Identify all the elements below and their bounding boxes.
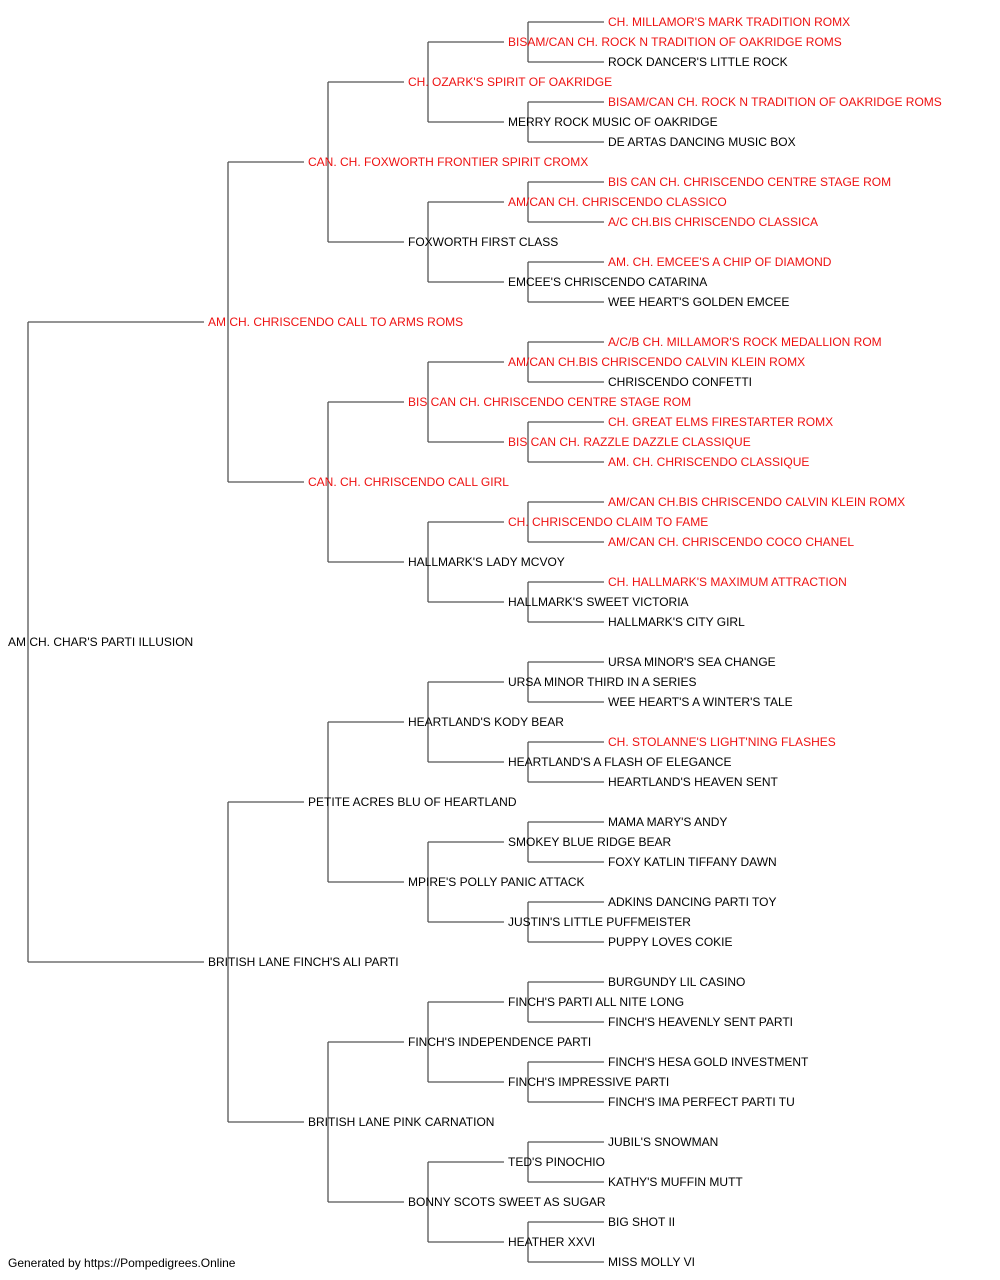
ancestor-name-gen5: CH. STOLANNE'S LIGHT'NING FLASHES bbox=[608, 735, 836, 749]
pedigree-connector-lines bbox=[27, 21, 604, 1263]
ancestor-name-gen3: BONNY SCOTS SWEET AS SUGAR bbox=[408, 1195, 606, 1209]
ancestor-name-gen5: FINCH'S HEAVENLY SENT PARTI bbox=[608, 1015, 793, 1029]
ancestor-name-gen5: CHRISCENDO CONFETTI bbox=[608, 375, 752, 389]
ancestor-name-gen1: AM CH. CHRISCENDO CALL TO ARMS ROMS bbox=[208, 315, 463, 329]
ancestor-name-gen5: WEE HEART'S A WINTER'S TALE bbox=[608, 695, 793, 709]
ancestor-name-gen5: PUPPY LOVES COKIE bbox=[608, 935, 733, 949]
subject-name: AM CH. CHAR'S PARTI ILLUSION bbox=[8, 635, 193, 649]
ancestor-name-gen3: FOXWORTH FIRST CLASS bbox=[408, 235, 558, 249]
ancestor-name-gen5: FOXY KATLIN TIFFANY DAWN bbox=[608, 855, 777, 869]
ancestor-name-gen5: BIG SHOT II bbox=[608, 1215, 675, 1229]
ancestor-name-gen5: FINCH'S HESA GOLD INVESTMENT bbox=[608, 1055, 809, 1069]
ancestor-name-gen4: TED'S PINOCHIO bbox=[508, 1155, 605, 1169]
ancestor-name-gen5: CH. MILLAMOR'S MARK TRADITION ROMX bbox=[608, 15, 850, 29]
ancestor-name-gen5: AM. CH. CHRISCENDO CLASSIQUE bbox=[608, 455, 809, 469]
ancestor-name-gen5: AM/CAN CH. CHRISCENDO COCO CHANEL bbox=[608, 535, 854, 549]
ancestor-name-gen5: AM. CH. EMCEE'S A CHIP OF DIAMOND bbox=[608, 255, 832, 269]
ancestor-name-gen5: FINCH'S IMA PERFECT PARTI TU bbox=[608, 1095, 795, 1109]
ancestor-name-gen3: CH. OZARK'S SPIRIT OF OAKRIDGE bbox=[408, 75, 612, 89]
ancestor-name-gen4: CH. CHRISCENDO CLAIM TO FAME bbox=[508, 515, 708, 529]
ancestor-name-gen4: AM/CAN CH. CHRISCENDO CLASSICO bbox=[508, 195, 727, 209]
ancestor-name-gen4: BISAM/CAN CH. ROCK N TRADITION OF OAKRID… bbox=[508, 35, 842, 49]
ancestor-name-gen4: FINCH'S PARTI ALL NITE LONG bbox=[508, 995, 684, 1009]
ancestor-name-gen4: SMOKEY BLUE RIDGE BEAR bbox=[508, 835, 671, 849]
generated-by-footer: Generated by https://Pompedigrees.Online bbox=[8, 1256, 236, 1270]
ancestor-name-gen5: BURGUNDY LIL CASINO bbox=[608, 975, 745, 989]
ancestor-name-gen5: A/C/B CH. MILLAMOR'S ROCK MEDALLION ROM bbox=[608, 335, 882, 349]
ancestor-name-gen5: CH. HALLMARK'S MAXIMUM ATTRACTION bbox=[608, 575, 847, 589]
ancestor-name-gen4: AM/CAN CH.BIS CHRISCENDO CALVIN KLEIN RO… bbox=[508, 355, 805, 369]
ancestor-name-gen5: ADKINS DANCING PARTI TOY bbox=[608, 895, 776, 909]
ancestor-name-gen5: BIS CAN CH. CHRISCENDO CENTRE STAGE ROM bbox=[608, 175, 891, 189]
ancestor-name-gen5: DE ARTAS DANCING MUSIC BOX bbox=[608, 135, 796, 149]
ancestor-name-gen3: BIS CAN CH. CHRISCENDO CENTRE STAGE ROM bbox=[408, 395, 691, 409]
ancestor-name-gen4: HEARTLAND'S A FLASH OF ELEGANCE bbox=[508, 755, 731, 769]
ancestor-name-gen5: KATHY'S MUFFIN MUTT bbox=[608, 1175, 743, 1189]
ancestor-name-gen5: HEARTLAND'S HEAVEN SENT bbox=[608, 775, 779, 789]
ancestor-name-gen2: CAN. CH. FOXWORTH FRONTIER SPIRIT CROMX bbox=[308, 155, 588, 169]
ancestor-name-gen5: MISS MOLLY VI bbox=[608, 1255, 695, 1269]
ancestor-name-gen4: HEATHER XXVI bbox=[508, 1235, 595, 1249]
ancestor-name-gen2: PETITE ACRES BLU OF HEARTLAND bbox=[308, 795, 517, 809]
ancestor-name-gen3: HEARTLAND'S KODY BEAR bbox=[408, 715, 564, 729]
ancestor-name-gen2: BRITISH LANE PINK CARNATION bbox=[308, 1115, 494, 1129]
pedigree-name-labels: AM CH. CHAR'S PARTI ILLUSION AM CH. CHRIS… bbox=[8, 15, 942, 1269]
ancestor-name-gen5: JUBIL'S SNOWMAN bbox=[608, 1135, 718, 1149]
ancestor-name-gen1: BRITISH LANE FINCH'S ALI PARTI bbox=[208, 955, 399, 969]
ancestor-name-gen5: BISAM/CAN CH. ROCK N TRADITION OF OAKRID… bbox=[608, 95, 942, 109]
ancestor-name-gen4: BIS CAN CH. RAZZLE DAZZLE CLASSIQUE bbox=[508, 435, 751, 449]
ancestor-name-gen5: HALLMARK'S CITY GIRL bbox=[608, 615, 745, 629]
ancestor-name-gen4: FINCH'S IMPRESSIVE PARTI bbox=[508, 1075, 669, 1089]
ancestor-name-gen3: MPIRE'S POLLY PANIC ATTACK bbox=[408, 875, 585, 889]
ancestor-name-gen4: HALLMARK'S SWEET VICTORIA bbox=[508, 595, 689, 609]
ancestor-name-gen5: AM/CAN CH.BIS CHRISCENDO CALVIN KLEIN RO… bbox=[608, 495, 905, 509]
ancestor-name-gen5: MAMA MARY'S ANDY bbox=[608, 815, 727, 829]
ancestor-name-gen4: MERRY ROCK MUSIC OF OAKRIDGE bbox=[508, 115, 718, 129]
ancestor-name-gen4: JUSTIN'S LITTLE PUFFMEISTER bbox=[508, 915, 691, 929]
ancestor-name-gen5: A/C CH.BIS CHRISCENDO CLASSICA bbox=[608, 215, 818, 229]
ancestor-name-gen5: URSA MINOR'S SEA CHANGE bbox=[608, 655, 776, 669]
ancestor-name-gen2: CAN. CH. CHRISCENDO CALL GIRL bbox=[308, 475, 509, 489]
ancestor-name-gen4: URSA MINOR THIRD IN A SERIES bbox=[508, 675, 696, 689]
ancestor-name-gen5: CH. GREAT ELMS FIRESTARTER ROMX bbox=[608, 415, 833, 429]
ancestor-name-gen3: FINCH'S INDEPENDENCE PARTI bbox=[408, 1035, 591, 1049]
ancestor-name-gen5: WEE HEART'S GOLDEN EMCEE bbox=[608, 295, 789, 309]
ancestor-name-gen4: EMCEE'S CHRISCENDO CATARINA bbox=[508, 275, 707, 289]
ancestor-name-gen5: ROCK DANCER'S LITTLE ROCK bbox=[608, 55, 788, 69]
ancestor-name-gen3: HALLMARK'S LADY MCVOY bbox=[408, 555, 565, 569]
